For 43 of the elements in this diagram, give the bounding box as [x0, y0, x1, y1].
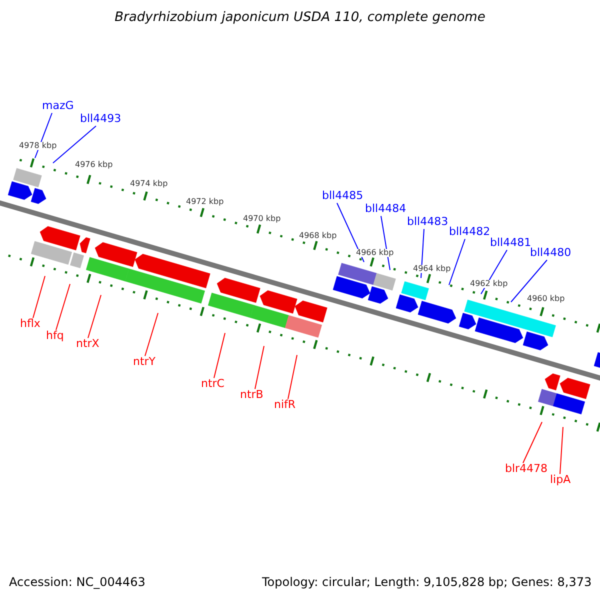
gene-label: hflx	[20, 318, 40, 329]
footer-text: Topology: circular; Length: 9,105,828 bp; Genes: 8,373	[262, 576, 592, 588]
leader-line	[56, 284, 70, 330]
gene-label: bll4493	[80, 113, 122, 124]
gene-label: bll4482	[449, 226, 490, 237]
gene-label: bll4484	[365, 203, 406, 214]
gene-label: ntrC	[201, 378, 224, 389]
leader-line	[214, 332, 226, 378]
genome-map-drawing	[0, 158, 600, 432]
leader-line	[522, 422, 542, 464]
gene-label: mazG	[42, 100, 74, 111]
scale-label: 4976 kbp	[75, 161, 113, 169]
scale-label: 4970 kbp	[243, 215, 281, 223]
leader-line	[88, 294, 102, 338]
scale-label: 4962 kbp	[470, 280, 508, 288]
leader-line	[448, 238, 466, 286]
gene-label: lipA	[550, 474, 571, 485]
leader-line	[144, 312, 158, 356]
gene-label: bll4480	[530, 247, 572, 258]
gene-label: nifR	[274, 399, 296, 410]
scale-label: 4968 kbp	[299, 232, 337, 240]
leader-line	[32, 276, 46, 318]
scale-label: 4978 kbp	[19, 142, 57, 150]
leader-line	[336, 202, 364, 262]
chart-title: Bradyrhizobium japonicum USDA 110, complete genome	[114, 11, 486, 24]
footer-text: Accession: NC_004463	[9, 576, 146, 588]
scale-label: 4966 kbp	[356, 249, 394, 257]
leader-line	[254, 346, 264, 390]
scale-label: 4960 kbp	[527, 295, 565, 303]
gene-label: ntrY	[133, 356, 156, 367]
gene-label: blr4478	[505, 463, 548, 474]
scale-label: 4964 kbp	[413, 265, 451, 273]
gene-label: bll4485	[322, 190, 364, 201]
gene-label: ntrX	[76, 338, 100, 349]
leader-line	[510, 260, 548, 302]
leader-line	[560, 426, 564, 474]
gene-label: bll4481	[490, 237, 532, 248]
scale-label: 4972 kbp	[186, 198, 224, 206]
leader-line	[288, 354, 298, 400]
leader-line	[52, 126, 96, 164]
leader-line	[420, 228, 424, 278]
gene-label: bll4483	[407, 216, 448, 227]
gene-label: ntrB	[240, 389, 264, 400]
